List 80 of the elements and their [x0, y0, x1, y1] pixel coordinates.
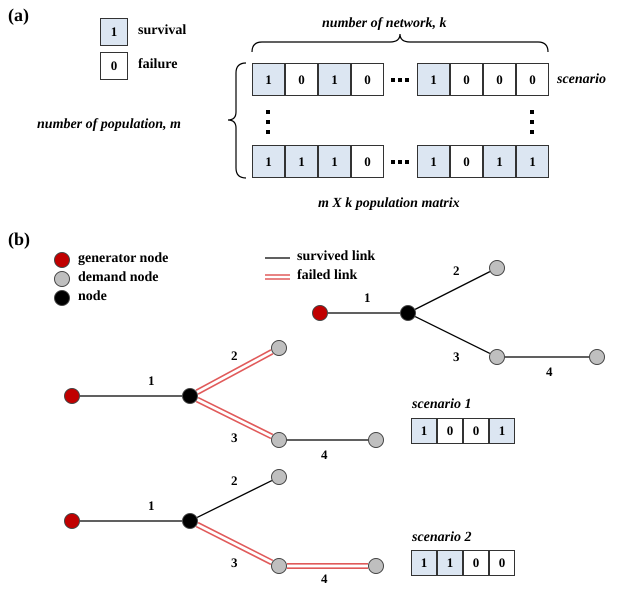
generator-node [64, 388, 80, 404]
matrix-cell: 0 [450, 63, 483, 96]
demand-node [271, 469, 287, 485]
demand-node [589, 349, 605, 365]
demand-node [489, 349, 505, 365]
scenario-label: scenario 1 [412, 397, 472, 413]
matrix-cell: 1 [285, 145, 318, 178]
matrix-cell: 1 [252, 145, 285, 178]
edge-label: 3 [230, 556, 238, 570]
generator-node [312, 305, 328, 321]
edge-label: 3 [452, 350, 460, 364]
demand-node [368, 432, 384, 448]
link-line [80, 520, 182, 522]
demand-node [271, 558, 287, 574]
edge-label: 2 [452, 264, 460, 278]
matrix-cell: 0 [516, 63, 549, 96]
link-line [196, 480, 272, 518]
panel-label: (a) [8, 5, 29, 26]
matrix-cell: 1 [417, 145, 450, 178]
matrix-cell: 1 [318, 145, 351, 178]
matrix-cell: 0 [437, 418, 463, 444]
edge-label: 1 [147, 499, 156, 513]
failed-link [195, 396, 274, 440]
legend-text: failed link [297, 268, 358, 284]
edge-label: 3 [230, 431, 238, 445]
link-line [287, 439, 368, 441]
failed-link [195, 522, 274, 566]
edge-label: 4 [545, 365, 554, 379]
legend-text: failure [138, 57, 178, 73]
link-line [328, 312, 400, 314]
junction-node [182, 513, 198, 529]
matrix-cell: 1 [489, 418, 515, 444]
legend-text: survival [138, 23, 186, 39]
panel-label: (b) [8, 229, 30, 250]
link-line [80, 395, 182, 397]
scenario-label: scenario 2 [412, 530, 472, 546]
matrix-cell: 1 [411, 550, 437, 576]
generator-node [64, 513, 80, 529]
legend-text: demand node [78, 270, 159, 286]
matrix-cell: 0 [351, 63, 384, 96]
matrix-cell: 1 [516, 145, 549, 178]
demand-node [271, 432, 287, 448]
matrix-cell: 1 [318, 63, 351, 96]
failed-link [286, 563, 369, 569]
edge-label: 4 [320, 572, 328, 586]
matrix-cell: 0 [285, 63, 318, 96]
legend-text: generator node [78, 251, 168, 267]
junction-node [400, 305, 416, 321]
edge-label: 1 [147, 374, 156, 388]
matrix-cell: 0 [450, 145, 483, 178]
link-line [505, 356, 589, 358]
link-line [414, 271, 490, 310]
legend-text: survived link [297, 249, 376, 265]
matrix-cell: 0 [463, 550, 489, 576]
row-label: scenario [557, 72, 606, 88]
matrix-cell: 1 [252, 63, 285, 96]
matrix-cell: 0 [489, 550, 515, 576]
legend-digit: 1 [110, 24, 118, 40]
edge-label: 2 [230, 349, 238, 363]
legend-text: node [78, 289, 107, 305]
matrix-cell: 0 [483, 63, 516, 96]
matrix-cell: 1 [483, 145, 516, 178]
brace-label: number of network, k [322, 16, 446, 32]
edge-label: 2 [230, 474, 238, 488]
demand-node [271, 340, 287, 356]
matrix-cell: 1 [417, 63, 450, 96]
demand-node [489, 260, 505, 276]
demand-node [368, 558, 384, 574]
matrix-cell: 1 [437, 550, 463, 576]
edge-label: 1 [363, 291, 372, 305]
brace-label: number of population, m [37, 117, 181, 133]
edge-label: 4 [320, 448, 328, 462]
link-line [414, 316, 490, 354]
failed-link [195, 349, 274, 395]
matrix-cell: 1 [411, 418, 437, 444]
legend-digit: 0 [110, 58, 118, 74]
matrix-caption: m X k population matrix [318, 196, 460, 212]
matrix-cell: 0 [351, 145, 384, 178]
junction-node [182, 388, 198, 404]
matrix-cell: 0 [463, 418, 489, 444]
